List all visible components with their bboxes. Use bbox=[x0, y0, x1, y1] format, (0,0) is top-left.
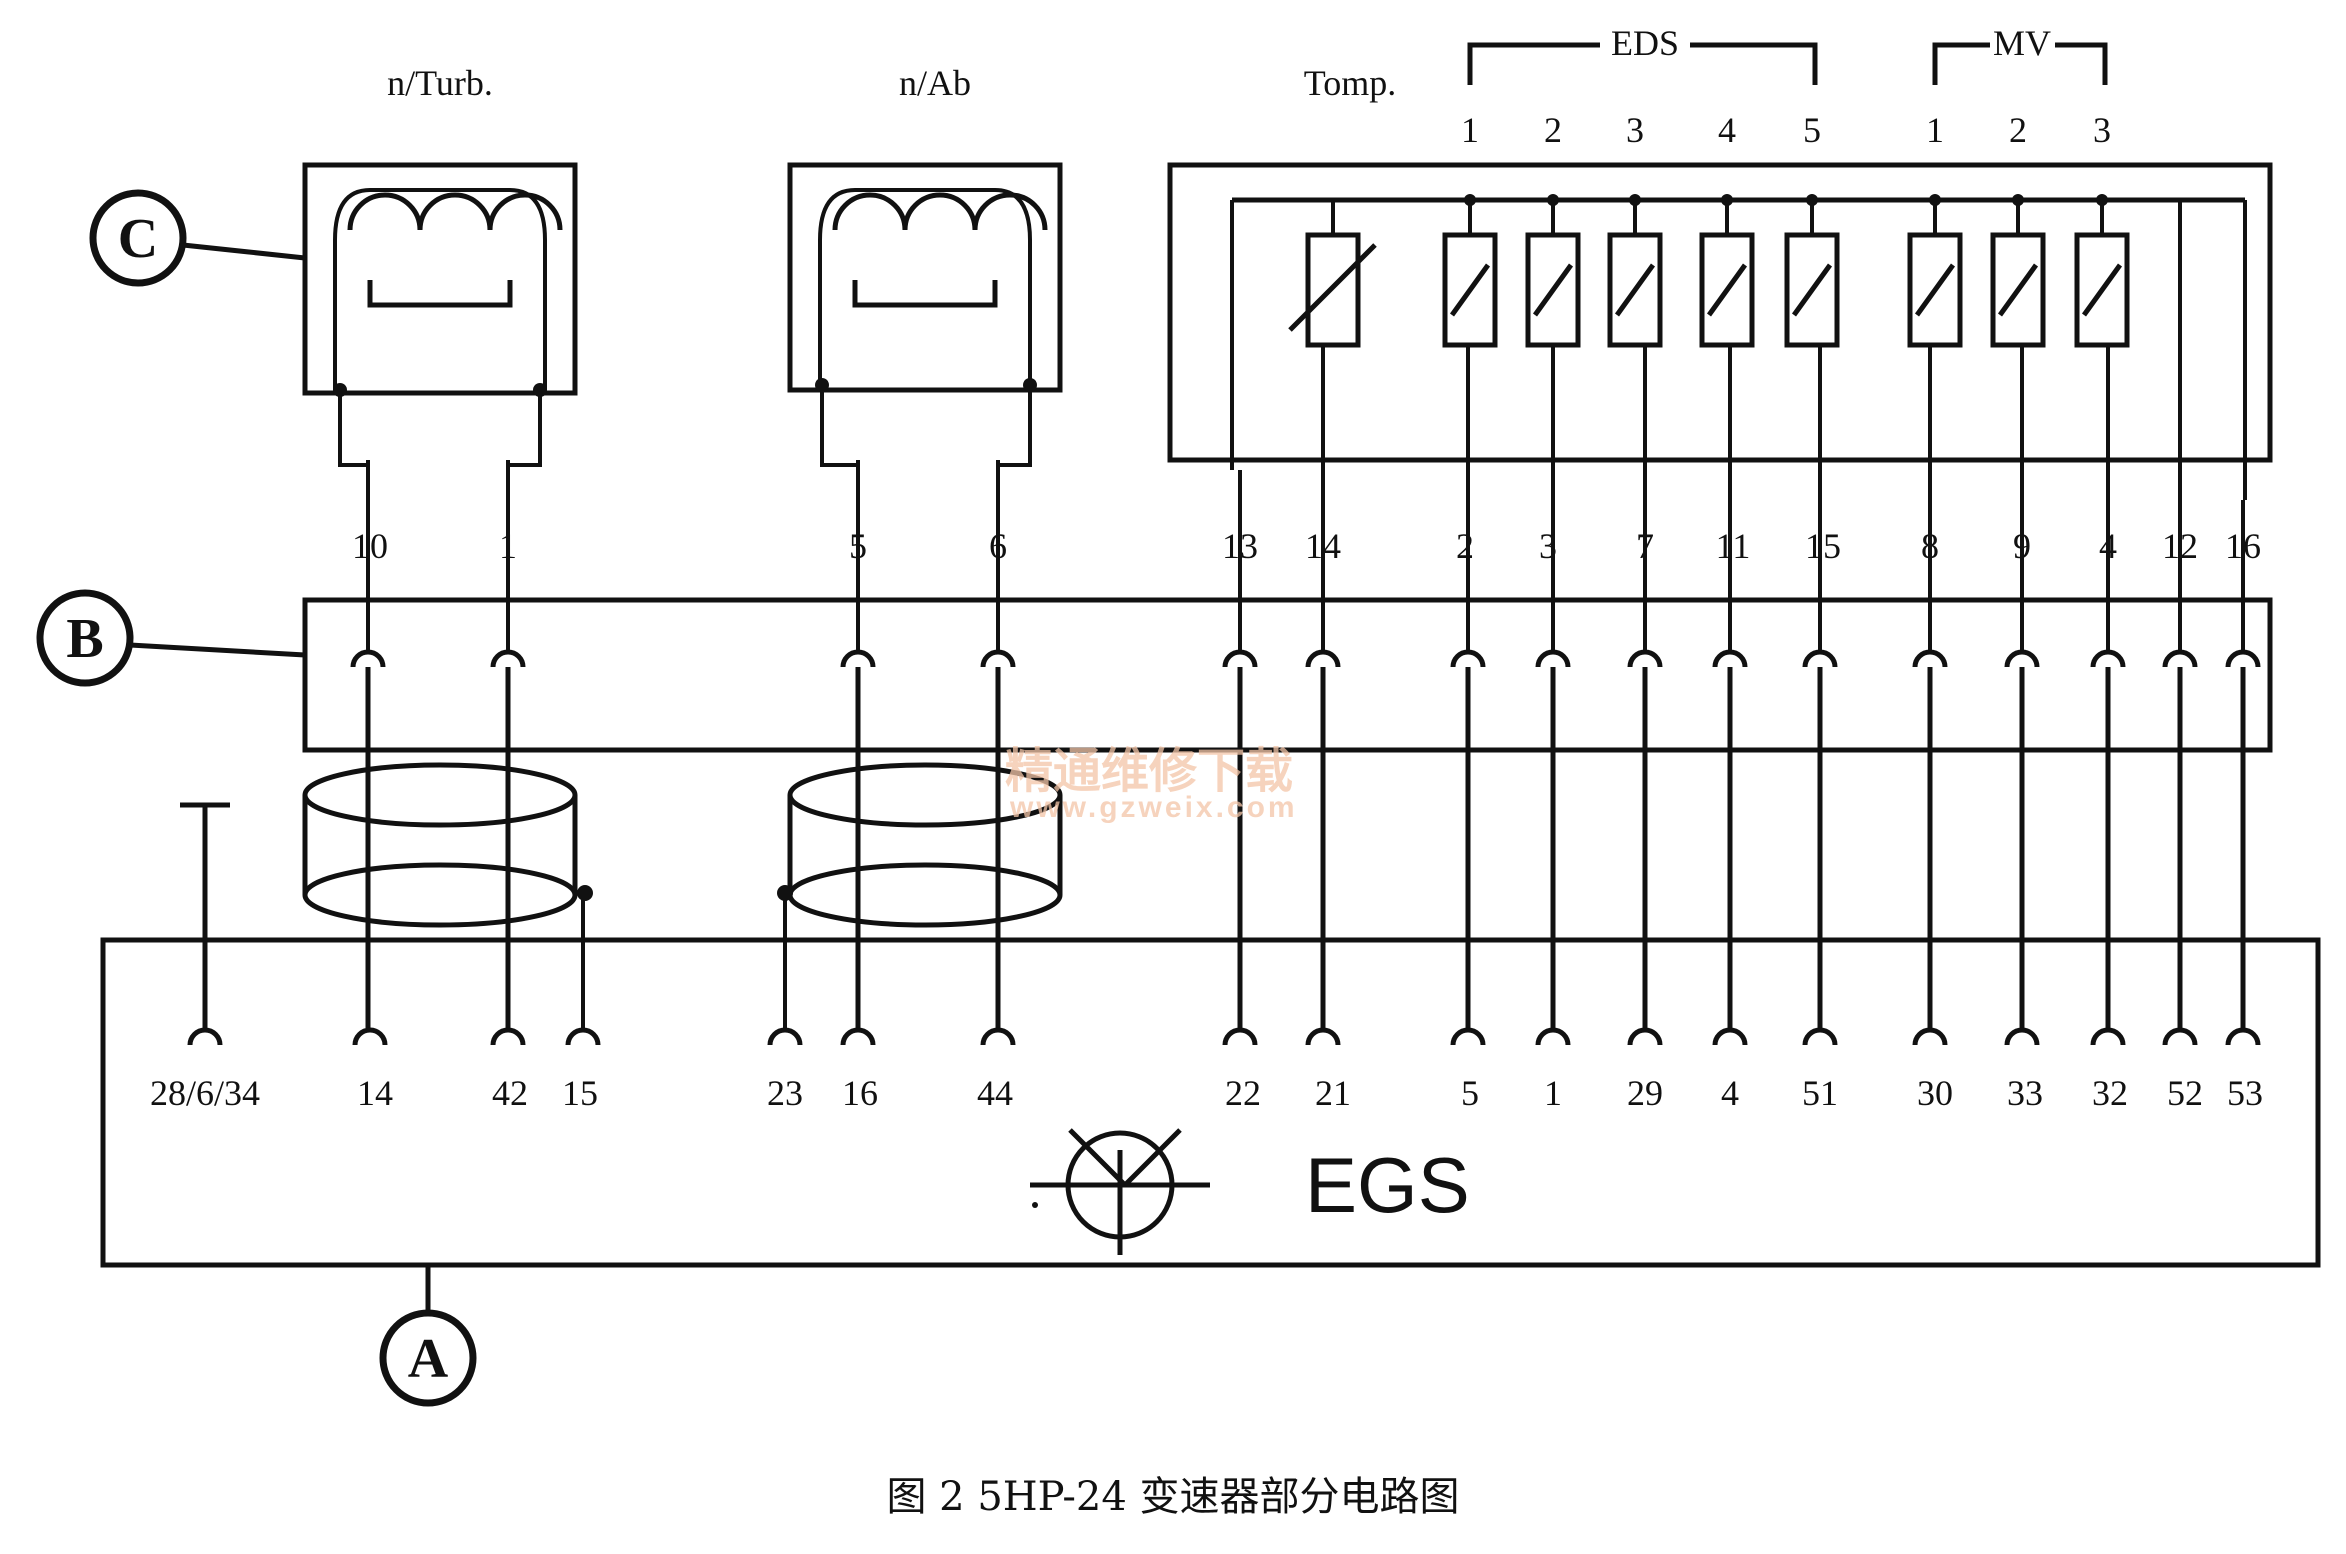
harness-pin-label: 15 bbox=[1805, 526, 1841, 566]
svg-text:A: A bbox=[408, 1328, 449, 1390]
harness-socket bbox=[840, 649, 876, 668]
svg-text:B: B bbox=[66, 608, 103, 670]
mv-bracket bbox=[1932, 42, 2108, 85]
harness-socket bbox=[2162, 649, 2198, 668]
harness-socket bbox=[2225, 649, 2261, 668]
ground-terminal bbox=[180, 802, 230, 1028]
watermark-url: www.gzweix.com bbox=[1009, 791, 1298, 824]
egs-socket bbox=[1802, 1027, 1838, 1046]
harness-socket bbox=[350, 649, 386, 668]
temp-label: Tomp. bbox=[1304, 63, 1396, 103]
egs-pin-label: 33 bbox=[2007, 1073, 2043, 1113]
egs-socket bbox=[187, 1027, 223, 1046]
harness-socket bbox=[1802, 649, 1838, 668]
egs-pin-label: 1 bbox=[1544, 1073, 1562, 1113]
harness-socket bbox=[1305, 649, 1341, 668]
harness-socket bbox=[490, 649, 526, 668]
figure-caption: 图 2 5HP-24 变速器部分电路图 bbox=[886, 1474, 1459, 1520]
egs-pin-label: 21 bbox=[1315, 1073, 1351, 1113]
harness-socket bbox=[1912, 649, 1948, 668]
eds-bracket bbox=[1467, 42, 1818, 85]
egs-pin-label: 51 bbox=[1802, 1073, 1838, 1113]
harness-socket bbox=[1222, 649, 1258, 668]
watermark-text: 精通维修下载 bbox=[1005, 745, 1293, 798]
harness-pin-label: 2 bbox=[1456, 526, 1474, 566]
egs-socket bbox=[2225, 1027, 2261, 1046]
egs-socket bbox=[840, 1027, 876, 1046]
egs-socket bbox=[2004, 1027, 2040, 1046]
egs-socket bbox=[352, 1027, 388, 1046]
callout-b: B bbox=[36, 589, 306, 687]
harness-socket bbox=[2090, 649, 2126, 668]
egs-control-unit bbox=[100, 937, 2321, 1268]
egs-pin-label: 16 bbox=[842, 1073, 878, 1113]
egs-socket bbox=[1912, 1027, 1948, 1046]
egs-pin-label: 30 bbox=[1917, 1073, 1953, 1113]
mv-label: MV bbox=[1993, 23, 2051, 63]
harness-socket bbox=[1627, 649, 1663, 668]
output-speed-sensor bbox=[787, 162, 1063, 393]
turbine-speed-sensor bbox=[302, 162, 578, 397]
shield-output bbox=[777, 762, 1063, 928]
n-turb-label: n/Turb. bbox=[387, 63, 493, 103]
mv-number-row: 1 2 3 bbox=[1926, 110, 2111, 150]
valve-block-housing bbox=[1167, 162, 2273, 463]
egs-pin-label: 23 bbox=[767, 1073, 803, 1113]
callout-c: C bbox=[89, 189, 306, 287]
egs-pin-label: 42 bbox=[492, 1073, 528, 1113]
egs-pin-label: 14 bbox=[357, 1073, 393, 1113]
mv-number: 2 bbox=[2009, 110, 2027, 150]
egs-socket bbox=[1305, 1027, 1341, 1046]
egs-socket bbox=[2090, 1027, 2126, 1046]
harness-socket bbox=[1712, 649, 1748, 668]
harness-socket bbox=[2004, 649, 2040, 668]
transistor-icon bbox=[1030, 1128, 1210, 1255]
eds-number: 3 bbox=[1626, 110, 1644, 150]
egs-pin-label: 52 bbox=[2167, 1073, 2203, 1113]
egs-socket bbox=[565, 1027, 601, 1046]
egs-socket bbox=[1535, 1027, 1571, 1046]
shield-turbine bbox=[302, 762, 593, 928]
svg-text:C: C bbox=[118, 208, 158, 270]
egs-socket bbox=[980, 1027, 1016, 1046]
eds-number: 2 bbox=[1544, 110, 1562, 150]
egs-socket bbox=[2162, 1027, 2198, 1046]
harness-pin-label: 11 bbox=[1716, 526, 1751, 566]
mv-number: 1 bbox=[1926, 110, 1944, 150]
eds-number: 4 bbox=[1718, 110, 1736, 150]
harness-socket bbox=[980, 649, 1016, 668]
eds-label: EDS bbox=[1611, 23, 1679, 63]
egs-pin-label: 53 bbox=[2227, 1073, 2263, 1113]
egs-socket bbox=[1712, 1027, 1748, 1046]
egs-pin-label: 29 bbox=[1627, 1073, 1663, 1113]
egs-pin-label: 28/6/34 bbox=[150, 1073, 260, 1113]
egs-pin-label: 5 bbox=[1461, 1073, 1479, 1113]
eds-number-row: 1 2 3 4 5 bbox=[1461, 110, 1821, 150]
egs-label: EGS bbox=[1305, 1141, 1470, 1229]
eds-number: 1 bbox=[1461, 110, 1479, 150]
eds-number: 5 bbox=[1803, 110, 1821, 150]
egs-pin-label: 22 bbox=[1225, 1073, 1261, 1113]
egs-socket bbox=[1450, 1027, 1486, 1046]
egs-pin-label: 4 bbox=[1721, 1073, 1739, 1113]
egs-pin-label: 44 bbox=[977, 1073, 1013, 1113]
egs-socket bbox=[1222, 1027, 1258, 1046]
egs-socket bbox=[1627, 1027, 1663, 1046]
valve-components bbox=[1230, 194, 2247, 500]
harness-connector-b bbox=[302, 597, 2273, 753]
n-ab-label: n/Ab bbox=[899, 63, 971, 103]
egs-pin-label: 32 bbox=[2092, 1073, 2128, 1113]
harness-socket bbox=[1535, 649, 1571, 668]
callout-a: A bbox=[379, 1265, 477, 1407]
egs-pin-label: 15 bbox=[562, 1073, 598, 1113]
egs-socket bbox=[767, 1027, 803, 1046]
mv-number: 3 bbox=[2093, 110, 2111, 150]
egs-socket bbox=[490, 1027, 526, 1046]
harness-socket bbox=[1450, 649, 1486, 668]
